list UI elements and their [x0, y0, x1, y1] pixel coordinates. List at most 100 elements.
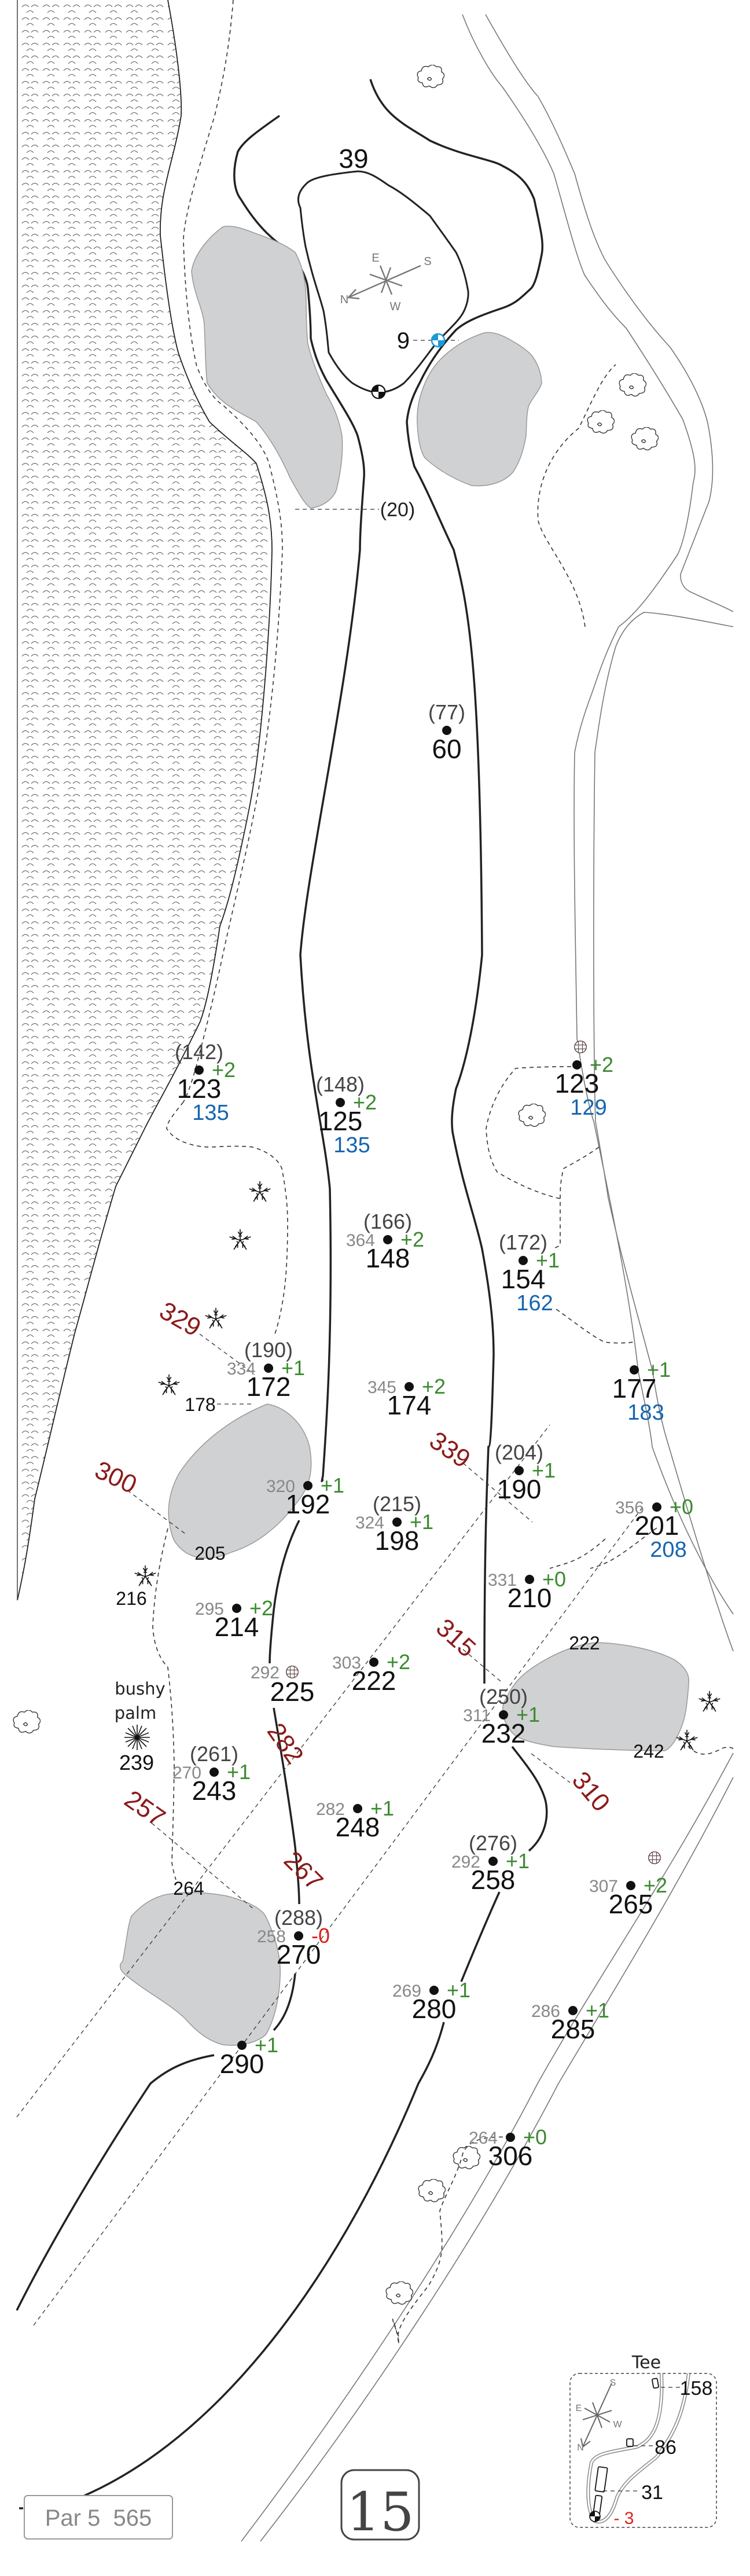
compass-w: W [390, 300, 401, 313]
tee-distance-minus3: - 3 [613, 2509, 634, 2528]
yardage-from-tee: 269 [392, 1982, 421, 2001]
distance-315: 315 [431, 1613, 481, 1663]
yardage-dot [525, 1575, 534, 1584]
hole-number-frame [340, 2469, 420, 2541]
yardage-to-back: (77) [428, 700, 465, 724]
shrub-icon [418, 2179, 446, 2203]
elevation-adjustment: +2 [400, 1228, 424, 1251]
shrub-icon [453, 2146, 480, 2170]
tee-compass [580, 2383, 612, 2448]
elevation-adjustment: +1 [506, 1849, 530, 1873]
elevation-adjustment: +1 [321, 1473, 344, 1497]
par-badge: Par 5 565 [45, 2505, 152, 2531]
yardage-to-center: 225 [270, 1677, 315, 1707]
yardage-from-tee: 270 [172, 1763, 201, 1783]
yardage-from-tee: 324 [355, 1513, 384, 1533]
yardage-dot [392, 1517, 402, 1527]
tee-inset-frame [569, 2373, 717, 2528]
tee-compass-e: E [576, 2404, 582, 2413]
yardage-to-center: 290 [220, 2049, 264, 2079]
front-pin-marker [431, 333, 446, 348]
yardage-to-center: 232 [481, 1718, 526, 1748]
elevation-adjustment: +0 [523, 2125, 547, 2149]
yardage-dot [429, 1986, 439, 1995]
front-pin-distance: 9 [397, 328, 410, 354]
rough-boundary [152, 364, 734, 2345]
elevation-adjustment: +2 [590, 1053, 613, 1076]
yardage-dot [383, 1235, 392, 1244]
yardage-to-center: 60 [432, 734, 461, 764]
yardage-dot [209, 1767, 219, 1777]
shrub-icon [631, 427, 659, 451]
shrub-icon [619, 373, 646, 397]
yardage-dot [353, 1804, 362, 1813]
palm-tree-icon [229, 1229, 252, 1250]
sprinkler-head-icon [574, 1041, 587, 1053]
palm-tree-icon [675, 1729, 698, 1751]
yardage-from-tee: 286 [531, 2002, 560, 2021]
water-hazard [17, 0, 272, 1600]
yardage-to-center: 243 [192, 1776, 237, 1806]
tee-compass-w: W [613, 2420, 622, 2430]
elevation-adjustment: +2 [249, 1596, 273, 1620]
elevation-adjustment: +2 [422, 1375, 446, 1398]
yardage-to-back: (172) [499, 1230, 547, 1254]
compass-e: E [372, 252, 379, 264]
yardage-to-center: 192 [286, 1489, 330, 1519]
yardage-from-tee: 331 [488, 1571, 517, 1590]
yardage-to-back: (142) [175, 1040, 223, 1064]
yardage-dot [264, 1364, 273, 1373]
tee-boxes [592, 2377, 659, 2518]
carry-label: (20) [380, 499, 415, 521]
green-depth: 39 [339, 144, 368, 174]
yardage-dot [572, 1060, 582, 1070]
yardage-marker: (77) 60 [428, 700, 465, 764]
palm-tree-icon [157, 1374, 181, 1395]
tee-distance-158: 158 [680, 2377, 713, 2399]
yardage-dot [237, 2041, 247, 2050]
yardage-dot [506, 2133, 515, 2142]
yardage-to-center: 123 [177, 1074, 222, 1104]
yardage-to-center: 172 [247, 1372, 291, 1402]
tree-note-value: 239 [119, 1751, 154, 1774]
shrub-icon [385, 2281, 413, 2305]
pin-flag-icon [371, 384, 386, 399]
yardage-dot [369, 1658, 378, 1667]
elevation-adjustment: +1 [370, 1796, 394, 1820]
water-edge [17, 0, 273, 1601]
elevation-adjustment: -0 [311, 1924, 330, 1947]
yardage-to-center: 154 [501, 1264, 546, 1294]
yardage-to-center: 270 [277, 1939, 321, 1969]
fairway-right-edge-lower [19, 1745, 548, 2509]
yardage-from-tee: 307 [589, 1877, 618, 1896]
yardage-from-tee: 295 [195, 1600, 224, 1619]
tee-distance-86: 86 [655, 2437, 677, 2459]
yardage-dot [499, 1710, 508, 1719]
tee-pin-icon [589, 2511, 601, 2522]
tee-compass-n: N [577, 2443, 584, 2453]
elevation-adjustment: +1 [532, 1458, 556, 1482]
cart-path [241, 14, 734, 2542]
shrub-icon [518, 1104, 546, 1127]
yardage-dot [442, 726, 451, 735]
green-edge [297, 170, 469, 394]
yardage-to-center: 190 [497, 1474, 542, 1504]
yardage-dot [194, 1065, 204, 1075]
bushy-palm-icon [124, 1725, 150, 1750]
elevation-adjustment: +2 [387, 1650, 410, 1674]
sprinkler-head-icon [648, 1851, 661, 1864]
yardage-to-back: (148) [316, 1072, 365, 1096]
